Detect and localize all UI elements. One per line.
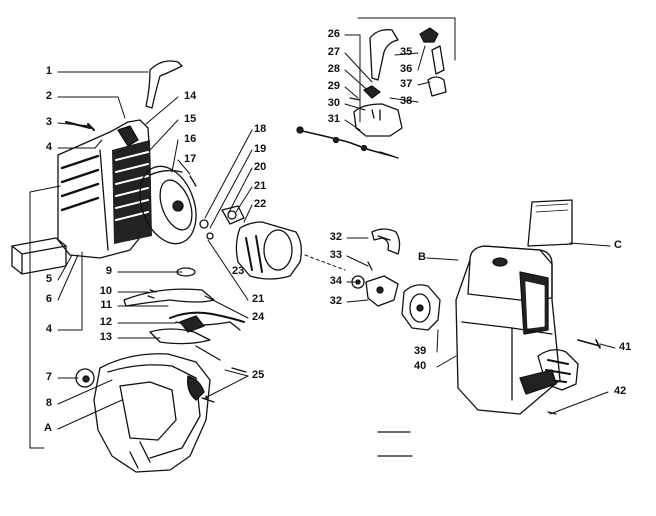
callout-25: 25: [252, 369, 265, 381]
callout-11: 11: [100, 299, 112, 311]
callout-A: A: [44, 422, 52, 434]
fuel-tank-kit: [296, 27, 447, 159]
callout-15: 15: [184, 113, 197, 125]
engine-shroud: [75, 353, 247, 473]
loose-hardware: [377, 431, 413, 457]
callout-40: 40: [414, 360, 427, 372]
callout-24: 24: [252, 311, 265, 323]
callout-4-lower: 4: [45, 323, 52, 335]
callout-14: 14: [184, 90, 197, 102]
callout-20: 20: [254, 161, 267, 173]
callout-9: 9: [105, 265, 112, 277]
callout-6: 6: [45, 293, 52, 305]
callout-8: 8: [45, 397, 52, 409]
callout-29: 29: [327, 80, 340, 92]
outer-housing: [455, 199, 601, 415]
callout-10: 10: [99, 285, 112, 297]
callout-35: 35: [400, 46, 413, 58]
callout-27: 27: [327, 46, 340, 58]
callout-31: 31: [327, 113, 340, 125]
callout-38: 38: [400, 95, 413, 107]
callout-30: 30: [327, 97, 340, 109]
callout-32-lower: 32: [329, 295, 342, 307]
callout-34: 34: [329, 275, 342, 287]
callout-7: 7: [45, 371, 52, 383]
callout-1: 1: [45, 65, 52, 77]
callout-39: 39: [414, 345, 427, 357]
callout-3: 3: [45, 116, 52, 128]
callout-12: 12: [99, 316, 112, 328]
callout-19: 19: [254, 143, 267, 155]
callout-B: B: [418, 251, 426, 263]
engine-assembly: [11, 60, 302, 361]
callout-18: 18: [254, 123, 267, 135]
callout-37: 37: [400, 78, 413, 90]
callout-4-upper: 4: [45, 141, 52, 153]
callout-42: 42: [614, 385, 627, 397]
callout-C: C: [614, 239, 622, 251]
clutch-group: [351, 228, 441, 331]
callout-26: 26: [327, 28, 340, 40]
callout-21-upper: 21: [254, 180, 267, 192]
callout-17: 17: [184, 153, 197, 165]
callout-5: 5: [45, 273, 52, 285]
callout-36: 36: [400, 63, 413, 75]
callout-23: 23: [232, 265, 245, 277]
callout-22: 22: [254, 198, 267, 210]
callout-21-lower: 21: [252, 293, 265, 305]
callout-41: 41: [619, 341, 632, 353]
callout-32-upper: 32: [329, 231, 342, 243]
callout-28: 28: [327, 63, 340, 75]
callout-16: 16: [184, 133, 197, 145]
callout-2: 2: [45, 90, 52, 102]
callout-33: 33: [329, 249, 342, 261]
callout-13: 13: [99, 331, 112, 343]
